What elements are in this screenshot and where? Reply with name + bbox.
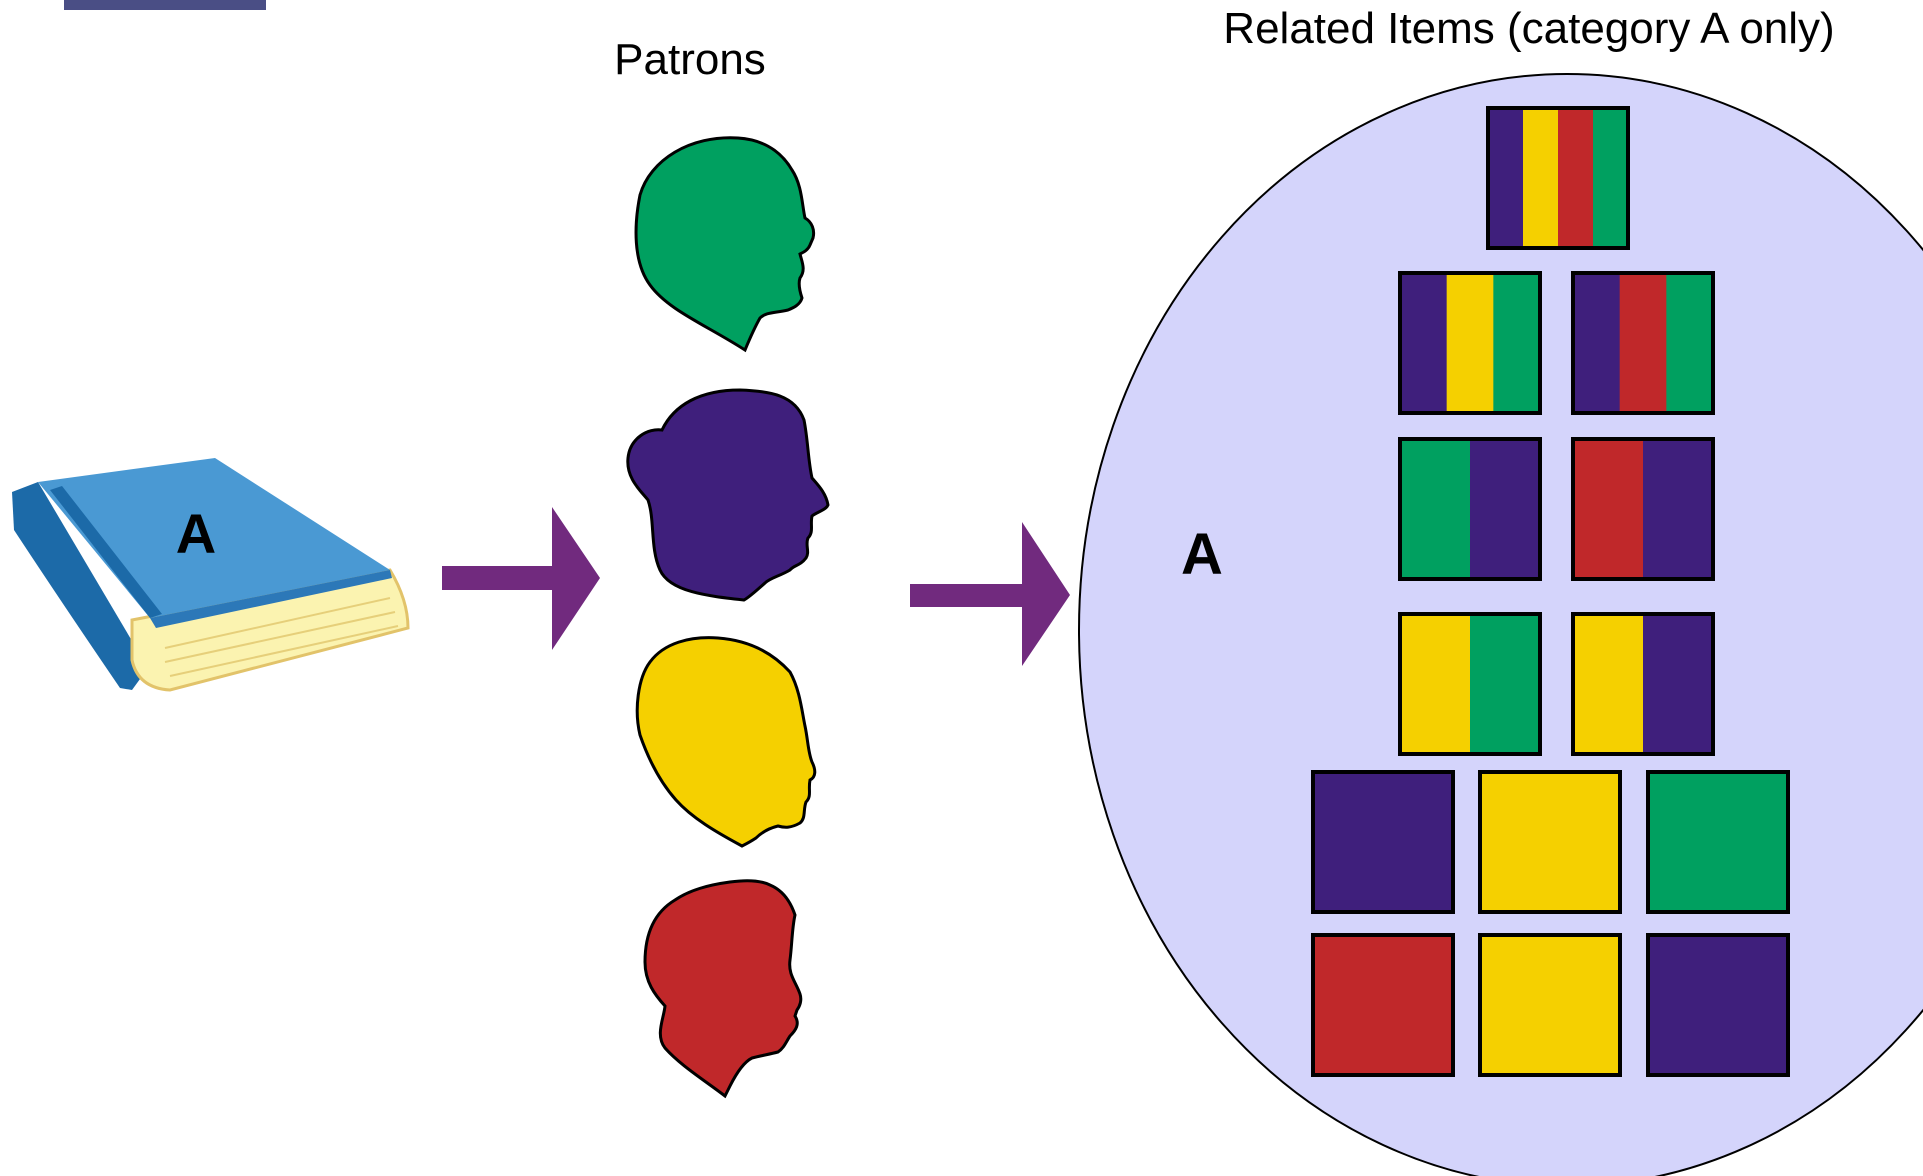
item-stripe-purple [1488,108,1524,248]
patrons-heading: Patrons [614,35,766,84]
item-stripe-purple [1643,439,1714,579]
item-border [1571,612,1715,756]
item-square [1571,612,1715,756]
head-silhouette-icon [634,136,816,353]
item-square [1478,770,1622,914]
item-border [1646,933,1790,1077]
item-square [1398,612,1542,756]
item-stripe-green [1470,614,1541,754]
item-border [1478,933,1622,1077]
head-silhouette-icon [643,879,803,1099]
item-stripe-yellow [1480,772,1621,912]
item-border [1398,271,1542,415]
item-stripe-purple [1648,935,1789,1075]
item-stripe-red [1573,439,1644,579]
head-bun-silhouette-icon [626,388,830,602]
item-square [1486,106,1630,250]
corner-tab [64,0,266,10]
cluster-letter: A [1181,522,1223,587]
item-square [1311,933,1455,1077]
item-square [1398,437,1542,581]
item-stripe-purple [1313,772,1454,912]
item-border [1311,770,1455,914]
arrow-patrons-to-items [910,522,1070,666]
item-border [1398,437,1542,581]
book-spine [12,482,148,690]
item-square [1478,933,1622,1077]
patron-heads [626,136,830,1099]
item-stripe-yellow [1446,273,1494,413]
item-stripe-yellow [1400,614,1471,754]
item-stripe-green [1593,108,1629,248]
item-stripe-yellow [1480,935,1621,1075]
item-border [1571,271,1715,415]
book-icon: A [12,458,410,692]
item-stripe-purple [1643,614,1714,754]
item-stripe-purple [1573,273,1621,413]
item-stripe-red [1558,108,1594,248]
arrow-book-to-patrons [442,507,600,650]
item-square [1398,271,1542,415]
item-border [1311,933,1455,1077]
book-pages [130,568,410,692]
item-square [1646,933,1790,1077]
item-square [1646,770,1790,914]
item-stripe-yellow [1573,614,1644,754]
related-items-grid [1311,106,1790,1077]
item-square [1571,271,1715,415]
item-border [1398,612,1542,756]
item-square [1571,437,1715,581]
item-square [1311,770,1455,914]
item-stripe-red [1313,935,1454,1075]
item-border [1646,770,1790,914]
item-stripe-green [1493,273,1541,413]
book-letter: A [176,502,216,565]
item-border [1486,106,1630,250]
head-silhouette-icon [635,636,817,848]
related-items-heading: Related Items (category A only) [1223,4,1834,53]
item-stripe-purple [1400,273,1448,413]
item-stripe-green [1648,772,1789,912]
item-border [1478,770,1622,914]
item-stripe-yellow [1523,108,1559,248]
item-stripe-green [1666,273,1714,413]
item-stripe-red [1619,273,1667,413]
item-border [1571,437,1715,581]
item-stripe-purple [1470,439,1541,579]
item-stripe-green [1400,439,1471,579]
